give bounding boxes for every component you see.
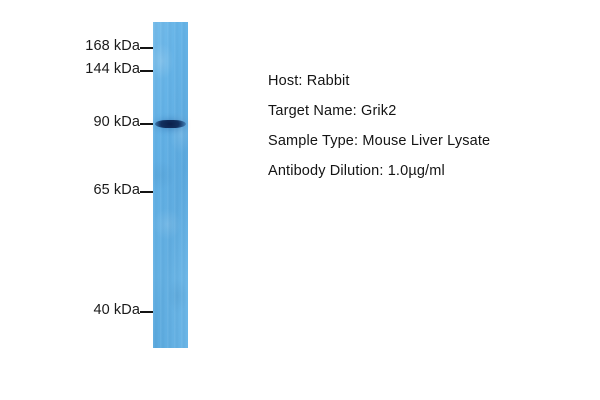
- info-line-sample-type: Sample Type: Mouse Liver Lysate: [268, 133, 491, 149]
- ladder-tick-40: [140, 311, 158, 313]
- ladder-label-65: 65 kDa: [93, 182, 140, 198]
- info-line-host: Host: Rabbit: [268, 73, 350, 89]
- ladder-marker-90: 90 kDa: [64, 114, 158, 130]
- info-line-target-name: Target Name: Grik2: [268, 103, 397, 119]
- ladder-label-168: 168 kDa: [85, 38, 140, 54]
- ladder-tick-65: [140, 191, 158, 193]
- ladder-tick-90: [140, 123, 158, 125]
- lane-texture: [153, 22, 188, 348]
- ladder-marker-168: 168 kDa: [64, 38, 158, 54]
- protein-band-grik2: [155, 120, 186, 128]
- blot-lane: [153, 22, 188, 348]
- ladder-marker-40: 40 kDa: [64, 302, 158, 318]
- ladder-tick-144: [140, 70, 158, 72]
- ladder-label-90: 90 kDa: [93, 114, 140, 130]
- blot-info-block: Host: Rabbit Target Name: Grik2 Sample T…: [268, 66, 490, 186]
- ladder-label-40: 40 kDa: [93, 302, 140, 318]
- ladder-tick-168: [140, 47, 158, 49]
- ladder-label-144: 144 kDa: [85, 61, 140, 77]
- lane-background: [153, 22, 188, 348]
- ladder-marker-144: 144 kDa: [64, 61, 158, 77]
- ladder-marker-65: 65 kDa: [64, 182, 158, 198]
- info-line-antibody-dilution: Antibody Dilution: 1.0µg/ml: [268, 163, 445, 179]
